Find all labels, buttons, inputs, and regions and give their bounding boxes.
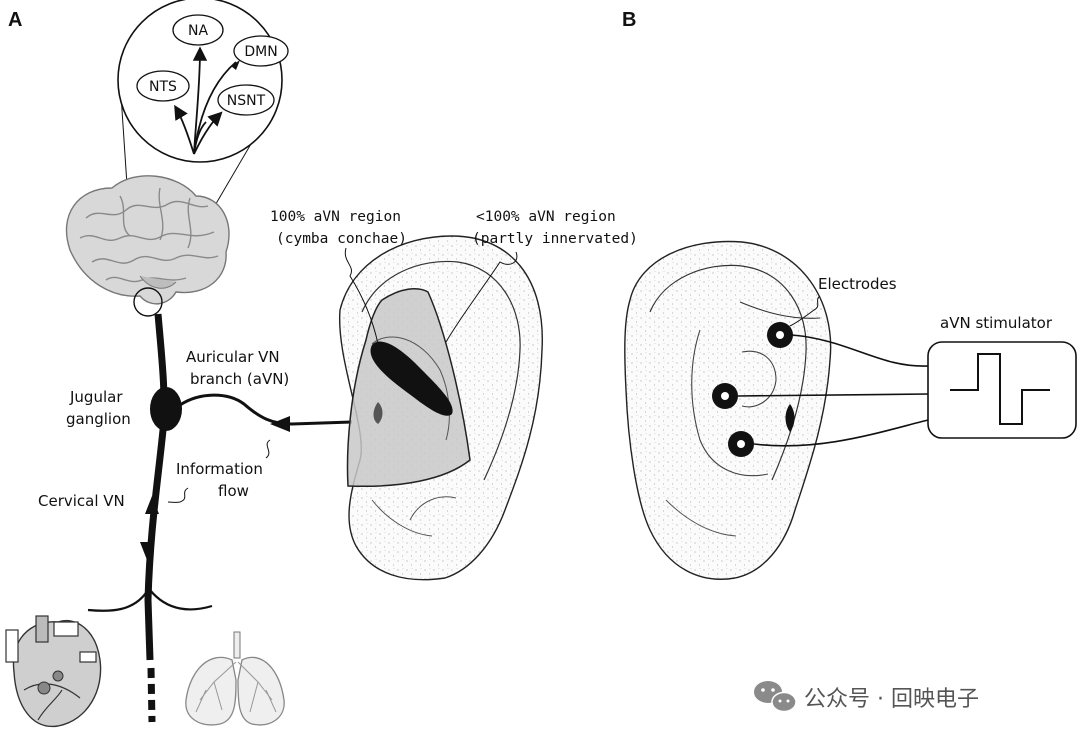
stimulation-waveform bbox=[950, 353, 1050, 425]
nucleus-nts-node bbox=[136, 70, 190, 102]
nucleus-dmn-label: DMN bbox=[244, 44, 277, 60]
partial-avn-region-label-line1: <100% aVN region bbox=[476, 209, 616, 225]
auricular-branch bbox=[179, 393, 353, 432]
stimulator-label: aVN stimulator bbox=[940, 314, 1053, 332]
auricular-vn-label-line2: branch (aVN) bbox=[190, 370, 289, 388]
jugular-ganglion-label-line2: ganglion bbox=[66, 410, 131, 428]
partial-avn-region-label-line2: (partly innervated) bbox=[472, 231, 638, 247]
stimulator-wires bbox=[737, 334, 929, 447]
lungs-illustration bbox=[185, 631, 285, 726]
electrodes-label: Electrodes bbox=[818, 275, 897, 293]
ear-b-illustration bbox=[624, 240, 832, 580]
jugular-ganglion bbox=[150, 387, 182, 431]
electrodes bbox=[712, 322, 793, 457]
info-flow-arrow-down bbox=[140, 542, 154, 560]
auricular-vn-label-line1: Auricular VN bbox=[186, 348, 280, 366]
information-flow-label-line1: Information bbox=[176, 460, 263, 478]
full-avn-region-label-line1: 100% aVN region bbox=[270, 209, 401, 225]
cymba-conchae-region bbox=[370, 341, 453, 416]
nucleus-na-node bbox=[172, 14, 224, 46]
panel-label-a: A bbox=[8, 9, 22, 31]
heart-illustration bbox=[5, 615, 102, 728]
jugular-ganglion-label-line1: Jugular bbox=[69, 388, 123, 406]
brain-illustration bbox=[65, 175, 230, 317]
nucleus-nts-label: NTS bbox=[149, 79, 177, 95]
brainstem-zoom-inset: NA DMN NTS NSNT bbox=[117, 0, 289, 297]
nucleus-dmn-node bbox=[233, 35, 289, 67]
nucleus-nsnt-label: NSNT bbox=[227, 93, 266, 109]
cervical-vn-label: Cervical VN bbox=[38, 492, 125, 510]
watermark: 公众号 · 回映电子 bbox=[754, 681, 979, 713]
nucleus-na-label: NA bbox=[188, 23, 208, 39]
nucleus-nsnt-node bbox=[217, 84, 275, 116]
watermark-text: 公众号 · 回映电子 bbox=[804, 687, 979, 712]
information-flow-label-line2: flow bbox=[218, 482, 249, 500]
panel-label-b: B bbox=[622, 9, 636, 31]
avn-stimulator bbox=[927, 341, 1077, 439]
full-avn-region-label-line2: (cymba conchae) bbox=[276, 231, 407, 247]
vagus-nerve-trunk bbox=[87, 313, 213, 723]
ear-a-illustration bbox=[338, 235, 543, 581]
wechat-logo-icon bbox=[754, 681, 797, 713]
info-flow-arrow-up bbox=[145, 496, 159, 514]
